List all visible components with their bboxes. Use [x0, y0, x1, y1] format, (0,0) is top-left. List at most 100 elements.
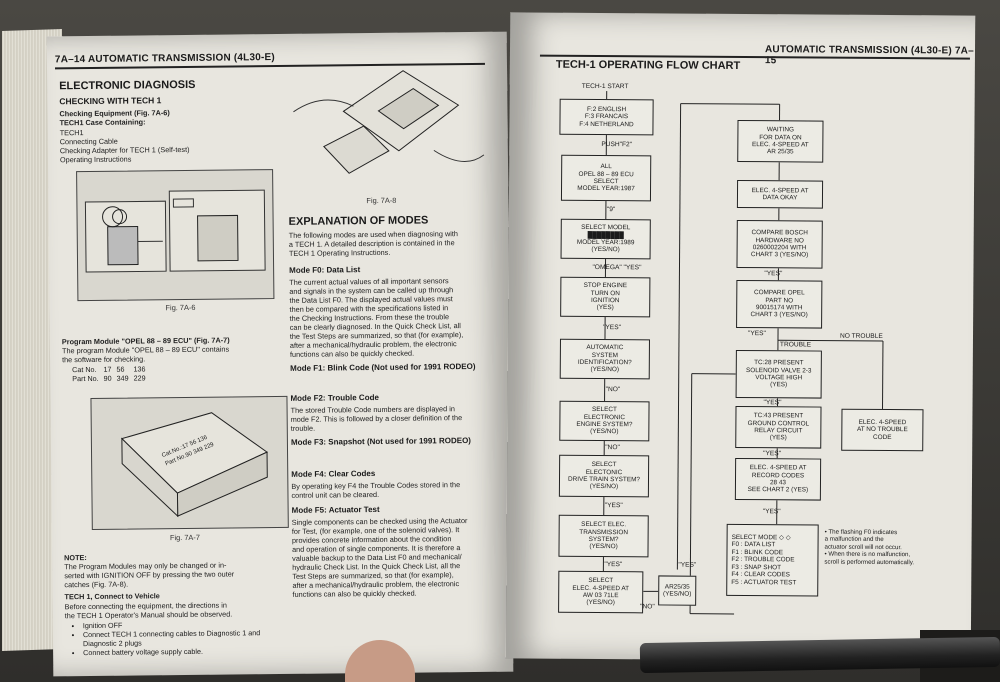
flow-arrow-label: "YES" [764, 270, 783, 278]
figure-tech1-case [76, 169, 275, 302]
bullet-item: Connect TECH 1 connecting cables to Diag… [83, 628, 283, 648]
flow-box-line: DATA OKAY [762, 194, 798, 202]
text-line: control unit can be cleared. [291, 489, 380, 500]
flow-box-line: COMPARE OPEL [753, 289, 805, 297]
flow-box-line: F:3 FRANCAIS [584, 113, 629, 121]
table-cell: 90 [103, 373, 112, 383]
mode-f2-title: Mode F2: Trouble Code [290, 392, 379, 403]
flow-box-line: (YES) [769, 434, 787, 442]
table-cell: 349 [116, 373, 129, 383]
flow-box-ar2535: AR25/35(YES/NO) [658, 575, 697, 606]
bullet-item: Connect battery voltage supply cable. [83, 646, 283, 657]
text-line: TECH 1 Operating Instructions. [288, 247, 391, 258]
section-title: ELECTRONIC DIAGNOSIS [59, 78, 196, 93]
mode-f2-body: The stored Trouble Code numbers are disp… [291, 404, 503, 433]
flow-arrow-label: "NO" [640, 603, 655, 611]
flow-box-line: (YES/NO) [591, 246, 620, 254]
flow-arrow-label: "YES" [603, 324, 621, 332]
flow-arrow-label: "NO" [605, 386, 621, 394]
flow-box-line: TURN ON [590, 289, 620, 297]
case-containing: TECH1 Case Containing: [59, 117, 146, 128]
flow-box-line: F5 : ACTUATOR TEST [731, 578, 797, 586]
flow-box-line: F:4 NETHERLAND [579, 120, 634, 128]
pen [639, 636, 1000, 674]
text-line: The program Module "OPEL 88 – 89 ECU" co… [61, 344, 230, 356]
flow-box-line: F2 : TROUBLE CODE [731, 556, 795, 564]
flow-box-line: (YES/NO) [662, 590, 692, 598]
mode-f1-title: Mode F1: Blink Code (Not used for 1991 R… [290, 361, 476, 373]
subsection-title: CHECKING WITH TECH 1 [59, 95, 162, 107]
mode-f3-title: Mode F3: Snapshot (Not used for 1991 ROD… [290, 436, 471, 447]
left-page-header: 7A–14 AUTOMATIC TRANSMISSION (4L30-E) [54, 52, 275, 66]
flow-box-line: CHART 3 (YES/NO) [750, 311, 808, 319]
parts-table: Cat No. 17 56 136 Part No. 90 349 229 [72, 364, 151, 383]
table-cell: 229 [133, 373, 146, 383]
flow-box-line: ELEC. 4-SPEED AT [749, 464, 807, 472]
flow-arrow-label: "9" [606, 206, 616, 214]
flow-box-line: AUTOMATIC [586, 344, 624, 352]
mode-f0-title: Mode F0: Data List [289, 265, 361, 275]
fig7-caption: Fig. 7A-7 [169, 532, 200, 543]
flow-box-line: SEE CHART 2 (YES) [747, 486, 809, 494]
mode-f4-title: Mode F4: Clear Codes [291, 469, 376, 479]
flow-box-line: MODEL YEAR:1987 [577, 185, 635, 193]
flow-box-line: TRANSMISSION [579, 528, 628, 536]
flow-arrow-label: "OMEGA" "YES" [592, 263, 642, 272]
connect-heading: TECH 1, Connect to Vehicle [64, 591, 160, 602]
mode-f5-title: Mode F5: Actuator Test [291, 504, 380, 515]
mode-f5-body: Single components can be checked using t… [292, 516, 508, 599]
right-page: AUTOMATIC TRANSMISSION (4L30-E) 7A–15 TE… [505, 12, 976, 662]
trouble-label: TROUBLE [779, 341, 812, 349]
flow-box-line: (YES/NO) [590, 366, 619, 374]
flow-box-line: (YES/NO) [589, 483, 619, 491]
text-line: the software for checking. [62, 354, 146, 365]
flow-chart-connectors [602, 91, 884, 615]
flow-arrow-label: "YES" [604, 502, 623, 510]
program-module-illustration [120, 412, 269, 518]
flow-box-line: TC:43 PRESENT [753, 412, 804, 420]
flow-box-line: AT NO TROUBLE [856, 426, 908, 434]
connect-text: Before connecting the equipment, the dir… [65, 601, 233, 621]
note-heading: NOTE: [64, 553, 87, 563]
text-line: catches (Fig. 7A-8). [64, 579, 129, 590]
flow-box-line: (YES/NO) [590, 428, 619, 436]
flow-box-line: CHART 3 (YES/NO) [750, 251, 809, 259]
flow-box-line: (YES) [596, 304, 614, 312]
flow-box-line: SELECT ELEC. [581, 521, 627, 529]
connect-bullets: Ignition OFF Connect TECH 1 connecting c… [73, 619, 283, 657]
equipment-item: Operating Instructions [59, 154, 132, 165]
flow-chart-notes: • The flashing F0 indicates a malfunctio… [824, 529, 914, 567]
flow-box-line: AR 25/35 [766, 148, 794, 156]
flow-arrow-label: "NO" [605, 444, 620, 452]
fig6-caption: Fig. 7A-6 [165, 302, 196, 313]
flow-arrow-label: PUSH"F2" [601, 141, 633, 149]
flow-arrow-label: "YES" [763, 450, 782, 458]
flow-arrow-label: "YES" [762, 508, 781, 516]
